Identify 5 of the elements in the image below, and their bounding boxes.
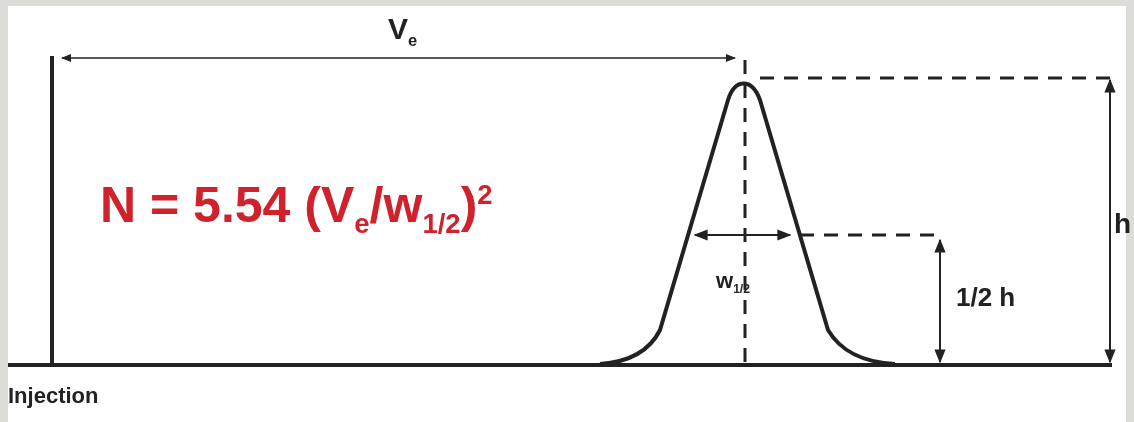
half-height-label: 1/2 h [956,284,1016,310]
plate-number-formula: N = 5.54 (V$_{e}$/w$_{1/2}$)$^{2}$ [100,180,493,238]
injection-label: Injection [8,385,99,407]
height-label: h [1114,210,1132,238]
volume-label: V$_{e}$ [388,14,418,49]
